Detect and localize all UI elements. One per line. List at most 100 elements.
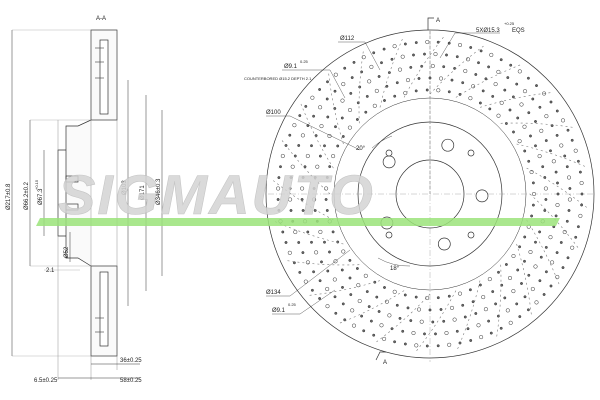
drilled-hole: [531, 203, 535, 207]
drilled-hole: [531, 181, 535, 185]
drilled-hole: [347, 125, 352, 130]
slot-groove: [300, 103, 334, 169]
drilled-hole: [561, 266, 565, 270]
drilled-hole: [333, 107, 337, 110]
drilled-hole: [398, 316, 402, 320]
drilled-hole: [504, 263, 508, 266]
drilled-hole: [481, 89, 485, 93]
drilled-hole: [484, 77, 488, 81]
drilled-hole: [318, 88, 322, 91]
drilled-hole: [375, 295, 379, 299]
drilled-hole: [277, 208, 281, 212]
drilled-hole: [355, 118, 359, 121]
drilled-hole: [380, 61, 383, 65]
drilled-hole: [369, 319, 373, 323]
drilled-hole: [534, 144, 537, 148]
drilled-hole: [534, 120, 537, 123]
drilled-hole: [325, 286, 330, 292]
drilled-hole: [318, 105, 323, 110]
drilled-hole: [326, 80, 329, 84]
drilled-hole: [390, 57, 394, 61]
dim-hole-bottom: Ø9.1: [272, 308, 286, 314]
drilled-hole: [511, 253, 516, 259]
watermark-stripe: [36, 218, 560, 226]
drilled-hole: [544, 139, 548, 143]
drilled-hole: [469, 339, 473, 342]
drilled-hole: [503, 296, 507, 300]
section-arrow-top: [427, 17, 434, 30]
drilled-hole: [372, 333, 376, 337]
drilled-hole: [523, 235, 527, 239]
drilled-hole: [325, 97, 329, 101]
drilled-hole: [341, 302, 345, 306]
drilled-hole: [433, 52, 438, 57]
drilled-hole: [518, 315, 522, 319]
drilled-hole: [520, 282, 523, 285]
drilled-hole: [403, 90, 408, 96]
section-marker-top: A: [436, 18, 440, 24]
drilled-hole: [406, 306, 410, 310]
drilled-hole: [334, 125, 337, 129]
dim-hole-bottom-tol: 0.25: [288, 302, 297, 307]
drilled-hole: [515, 82, 519, 86]
dim-step: Ø52: [64, 246, 70, 258]
drilled-hole: [522, 89, 528, 94]
drilled-hole: [425, 39, 430, 45]
drilled-hole: [318, 279, 322, 283]
drilled-hole: [425, 88, 429, 92]
drilled-hole: [379, 323, 384, 328]
drilled-hole: [288, 197, 293, 202]
drilled-hole: [568, 187, 572, 190]
drilled-hole: [496, 113, 501, 118]
drilled-hole: [438, 76, 444, 81]
drilled-hole: [340, 98, 345, 103]
drilled-hole: [382, 336, 387, 341]
drilled-hole: [312, 270, 316, 274]
drilled-hole: [305, 260, 310, 265]
dim-offset: 6.5±0.25: [34, 378, 58, 384]
drilled-hole: [566, 256, 570, 260]
drilled-hole: [544, 245, 548, 249]
drilled-hole: [323, 240, 326, 244]
drilled-hole: [511, 95, 515, 99]
drilled-hole: [395, 303, 399, 307]
drilled-hole: [455, 55, 459, 59]
counterbore-note: COUNTERBORED Ø15.2 DEPTH 2.1: [244, 76, 312, 81]
drilled-hole: [504, 122, 508, 125]
vent-channel-lower: [99, 271, 109, 347]
drilled-hole: [430, 63, 435, 69]
drilled-hole: [409, 65, 413, 69]
drilled-hole: [541, 165, 545, 169]
drilled-hole: [350, 308, 355, 313]
drilled-hole: [452, 317, 457, 322]
drilled-hole: [320, 260, 323, 264]
drilled-hole: [439, 308, 443, 311]
drilled-hole: [499, 326, 503, 330]
drilled-hole: [463, 315, 467, 319]
front-dimensions: 5XØ15.3 +0.25 EQS Ø112 Ø9.1 0.25 COUNTER…: [244, 21, 525, 314]
drilled-hole: [287, 250, 292, 255]
drilled-hole: [310, 288, 314, 292]
drilled-hole: [332, 277, 337, 282]
drilled-hole: [365, 290, 369, 294]
drilled-hole: [341, 249, 346, 254]
drilled-hole: [343, 66, 347, 70]
drilled-hole: [493, 82, 498, 87]
drilled-hole: [442, 65, 446, 69]
hub-small-hole: [385, 149, 393, 157]
drilled-hole: [578, 213, 583, 218]
slot-groove: [286, 260, 360, 266]
slot-groove: [429, 45, 485, 95]
drilled-hole: [348, 276, 352, 280]
drilled-hole: [326, 269, 330, 273]
drilled-hole: [534, 240, 537, 244]
slot-groove: [272, 179, 334, 221]
drilled-hole: [442, 319, 446, 323]
drilled-hole: [303, 165, 307, 169]
drilled-hole: [468, 288, 472, 292]
slot-groove: [281, 139, 331, 195]
drilled-hole: [530, 214, 534, 218]
dim-inner-bore: Ø67.3: [38, 188, 44, 205]
drilled-hole: [516, 116, 520, 120]
